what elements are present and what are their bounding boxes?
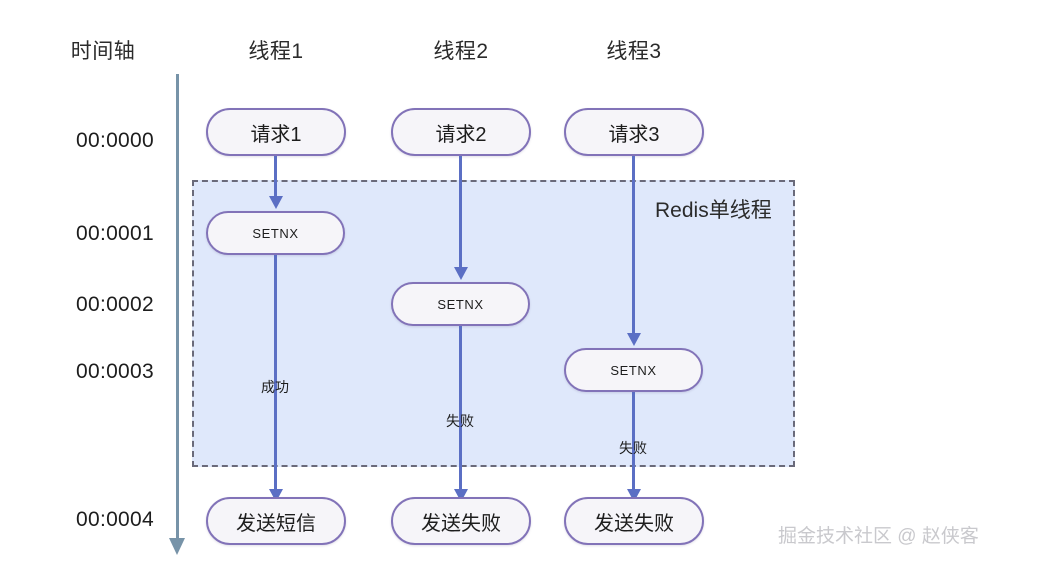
node-request-3[interactable]: 请求3 xyxy=(564,108,704,156)
node-request-1[interactable]: 请求1 xyxy=(206,108,346,156)
column-header-thread-3: 线程3 xyxy=(606,40,662,63)
node-result-3[interactable]: 发送失败 xyxy=(564,497,704,545)
timeline-axis-line xyxy=(176,74,179,542)
timeline-axis-arrow-icon xyxy=(169,538,185,555)
connector-request3-to-setnx3-arrowhead xyxy=(627,333,641,346)
node-request-2[interactable]: 请求2 xyxy=(391,108,531,156)
connector-request2-to-setnx2 xyxy=(459,156,462,271)
connector-setnx3-to-result3 xyxy=(632,392,635,495)
connector-request1-to-setnx1-arrowhead xyxy=(269,196,283,209)
node-result-1[interactable]: 发送短信 xyxy=(206,497,346,545)
connector-request2-to-setnx2-arrowhead xyxy=(454,267,468,280)
connector-setnx1-to-result1 xyxy=(274,255,277,495)
node-setnx-1[interactable]: SETNX xyxy=(206,211,345,255)
time-tick-4: 00:0004 xyxy=(75,508,154,531)
column-header-thread-1: 线程1 xyxy=(248,40,304,63)
edge-label-thread2-result: 失败 xyxy=(446,413,474,429)
connector-setnx2-to-result2 xyxy=(459,326,462,495)
time-tick-0: 00:0000 xyxy=(75,129,154,152)
time-tick-3: 00:0003 xyxy=(75,360,154,383)
edge-label-thread1-result: 成功 xyxy=(261,379,289,395)
redis-region-label: Redis单线程 xyxy=(655,199,772,222)
connector-request3-to-setnx3 xyxy=(632,156,635,337)
column-header-thread-2: 线程2 xyxy=(433,40,489,63)
time-tick-1: 00:0001 xyxy=(75,222,154,245)
connector-request1-to-setnx1 xyxy=(274,156,277,200)
node-setnx-2[interactable]: SETNX xyxy=(391,282,530,326)
node-setnx-3[interactable]: SETNX xyxy=(564,348,703,392)
axis-header-label: 时间轴 xyxy=(70,40,136,63)
edge-label-thread3-result: 失败 xyxy=(619,440,647,456)
watermark-text: 掘金技术社区 @ 赵侠客 xyxy=(778,526,979,547)
node-result-2[interactable]: 发送失败 xyxy=(391,497,531,545)
time-tick-2: 00:0002 xyxy=(75,293,154,316)
